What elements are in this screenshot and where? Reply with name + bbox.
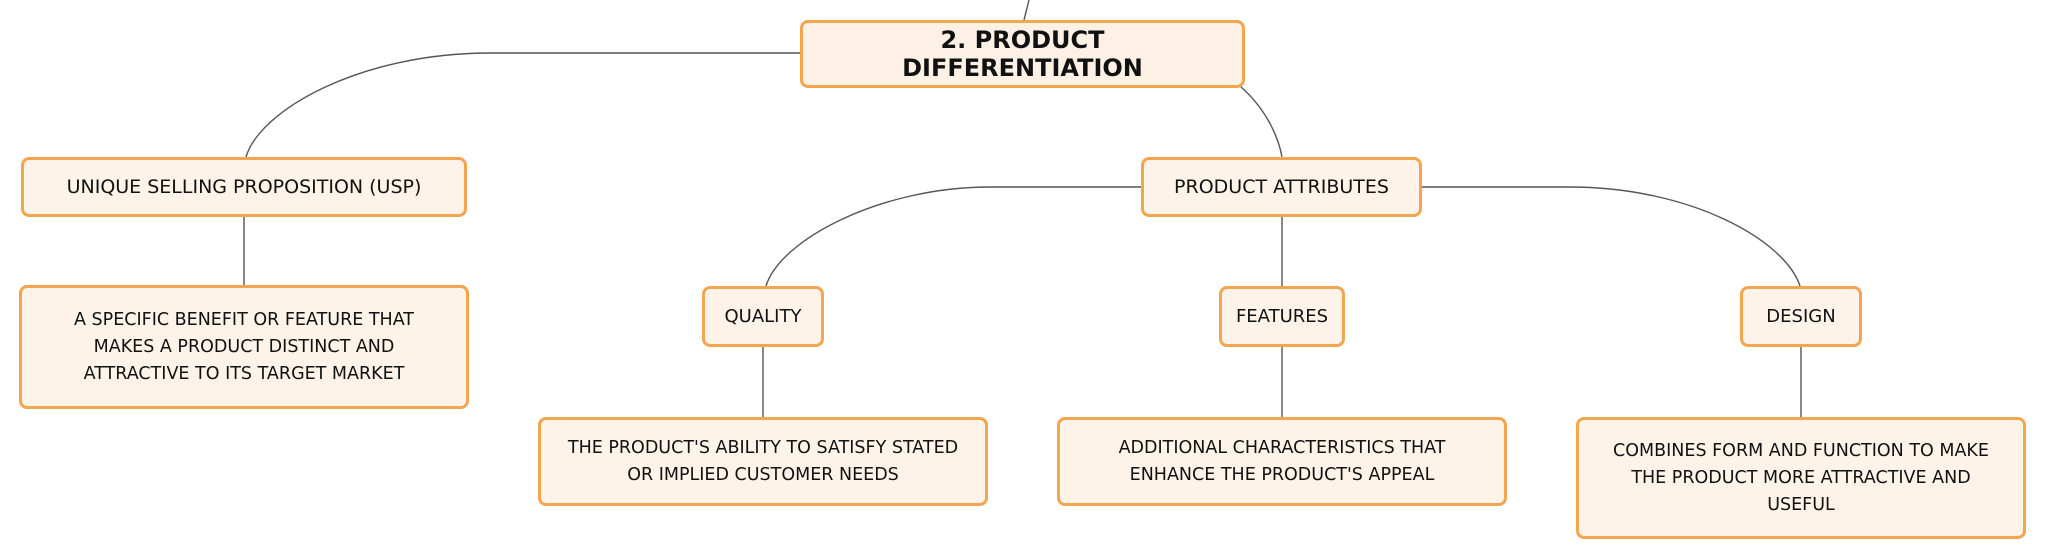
node-quality-label: QUALITY [724,306,802,327]
node-features-label: FEATURES [1235,306,1329,327]
node-features-description-text: ADDITIONAL CHARACTERISTICS THAT ENHANCE … [1118,437,1446,485]
node-usp-label: UNIQUE SELLING PROPOSITION (USP) [66,176,422,198]
connector-root-to-attributes [1239,85,1283,158]
node-quality[interactable]: QUALITY [702,286,824,347]
root-node-label: 2. PRODUCT DIFFERENTIATION [902,26,1143,82]
node-features[interactable]: FEATURES [1219,286,1345,347]
root-node-product-differentiation[interactable]: 2. PRODUCT DIFFERENTIATION [800,20,1245,88]
node-design-description-text: COMBINES FORM AND FUNCTION TO MAKE THE P… [1613,440,1989,515]
node-design-description[interactable]: COMBINES FORM AND FUNCTION TO MAKE THE P… [1576,417,2026,539]
node-product-attributes-label: PRODUCT ATTRIBUTES [1174,176,1389,198]
node-quality-description[interactable]: THE PRODUCT'S ABILITY TO SATISFY STATED … [538,417,988,506]
connector-root-to-usp [245,52,800,158]
connector-parent-to-root [1023,0,1030,21]
node-usp-description[interactable]: A SPECIFIC BENEFIT OR FEATURE THAT MAKES… [19,285,469,409]
node-design[interactable]: DESIGN [1740,286,1862,347]
node-product-attributes[interactable]: PRODUCT ATTRIBUTES [1141,157,1422,217]
node-usp[interactable]: UNIQUE SELLING PROPOSITION (USP) [21,157,467,217]
node-usp-description-text: A SPECIFIC BENEFIT OR FEATURE THAT MAKES… [74,309,414,384]
node-design-label: DESIGN [1766,306,1836,327]
connector-attributes-to-quality [765,186,1142,287]
connector-attributes-to-design [1422,186,1801,287]
node-quality-description-text: THE PRODUCT'S ABILITY TO SATISFY STATED … [567,437,959,485]
node-features-description[interactable]: ADDITIONAL CHARACTERISTICS THAT ENHANCE … [1057,417,1507,506]
